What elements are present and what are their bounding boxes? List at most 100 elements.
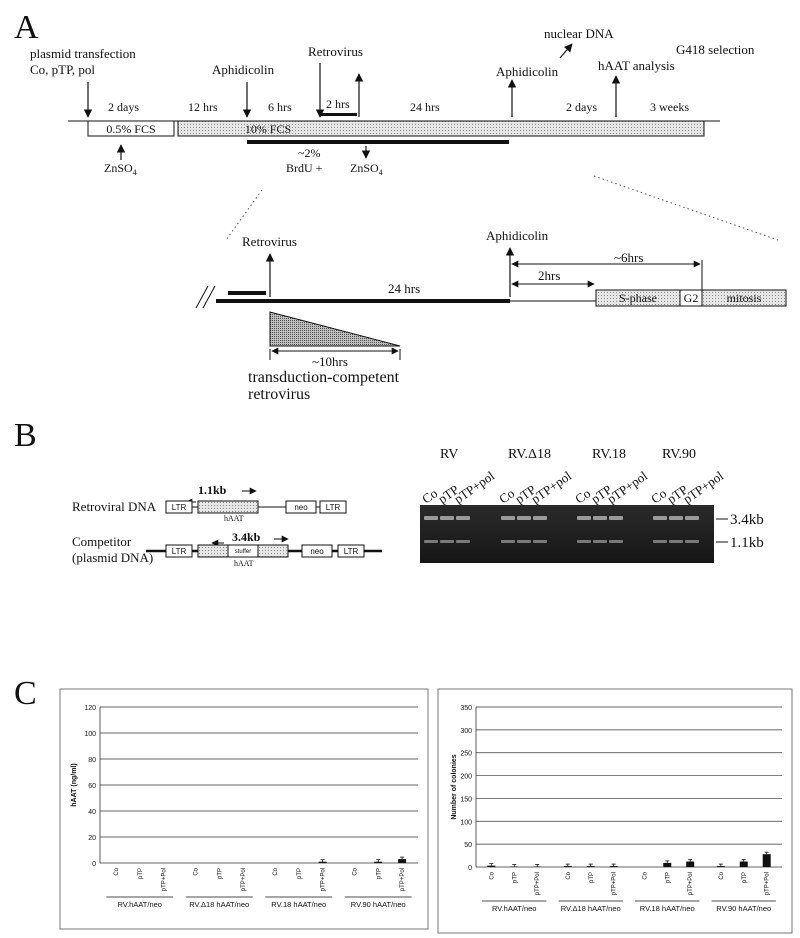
inset-retrovirus-label: Retrovirus: [242, 234, 297, 249]
amplicon-size-small: 1.1kb: [198, 483, 227, 497]
marker-label-top: 3.4kb: [730, 512, 764, 528]
x-category-label: pTP: [138, 868, 144, 879]
x-category-label: pTP+Pol: [321, 868, 327, 891]
transfection-constructs: Co, pTP, pol: [30, 62, 95, 77]
inset-exposure-bar: [228, 291, 266, 295]
ltr-box-4: [337, 544, 365, 558]
competitor-sublabel: (plasmid DNA): [72, 550, 153, 565]
x-category-label: Co: [642, 871, 648, 879]
gel-bands: [424, 516, 699, 543]
ltr-box-2: [319, 500, 347, 514]
y-tick-label: 40: [88, 809, 96, 816]
transfection-label: plasmid transfection: [30, 46, 136, 61]
bar: [563, 866, 572, 867]
bar: [663, 862, 672, 867]
gel-band-large: [685, 516, 699, 520]
x-category-label: pTP+Pol: [688, 872, 694, 895]
gel-band-small: [440, 540, 454, 543]
gel-band-small: [577, 540, 591, 543]
duration-2days-1: 2 days: [108, 100, 139, 114]
x-category-label: pTP: [217, 868, 223, 879]
x-category-label: pTP+Pol: [535, 872, 541, 895]
g418-label: G418 selection: [676, 42, 755, 57]
gel-lane-label: Co: [419, 485, 440, 506]
y-tick-label: 20: [88, 835, 96, 842]
x-category-label: pTP+Pol: [162, 868, 168, 891]
high-fcs-label: 10% FCS: [245, 122, 291, 136]
aphidicolin-label-2: Aphidicolin: [496, 64, 559, 79]
x-category-label: pTP: [512, 872, 518, 883]
gel-lane-label: pTP+pol: [604, 468, 650, 507]
duration-2hrs: 2 hrs: [326, 97, 350, 111]
inset-culture-bar: [216, 299, 510, 303]
panel-label-b: B: [14, 417, 37, 454]
bar: [609, 866, 618, 867]
neo-box-2: [301, 544, 333, 558]
y-tick-label: 100: [84, 731, 96, 738]
bar: [487, 865, 496, 867]
bar: [762, 854, 771, 867]
gel-band-small: [685, 540, 699, 543]
g2-label: G2: [684, 291, 699, 305]
bar: [398, 859, 407, 863]
gel-band-large: [577, 516, 591, 520]
y-axis-label: Number of colonies: [451, 754, 458, 819]
gel-band-small: [456, 540, 470, 543]
high-fcs-box: [177, 120, 705, 137]
gel-group-label: RV.90: [662, 447, 696, 462]
retrovirus-label: Retrovirus: [308, 44, 363, 59]
gel-band-large: [517, 516, 531, 520]
gel-band-large: [501, 516, 515, 520]
x-category-label: Co: [489, 871, 495, 879]
inset-aphidicolin-label: Aphidicolin: [486, 228, 549, 243]
x-category-label: pTP+Pol: [241, 868, 247, 891]
y-tick-label: 100: [460, 819, 472, 826]
low-fcs-box: [87, 120, 175, 137]
gel-band-small: [609, 540, 623, 543]
mitosis-label: mitosis: [727, 291, 762, 305]
haat-label-1: hAAT: [224, 514, 244, 523]
y-tick-label: 150: [460, 796, 472, 803]
x-group-label: RV.18 hAAT/neo: [640, 904, 695, 913]
bar: [739, 861, 748, 867]
x-group-label: RV.hAAT/neo: [492, 904, 536, 913]
gel-band-large: [593, 516, 607, 520]
y-axis-label: hAAT (ng/ml): [71, 763, 78, 806]
duration-6hrs: 6 hrs: [268, 100, 292, 114]
y-tick-label: 80: [88, 757, 96, 764]
x-category-label: pTP+Pol: [765, 872, 771, 895]
bar: [586, 866, 595, 867]
x-category-label: pTP: [665, 872, 671, 883]
competent-label-line2: retrovirus: [248, 386, 310, 403]
bar: [374, 861, 383, 863]
gel-band-large: [533, 516, 547, 520]
zoom-guide-left: [225, 189, 263, 241]
x-category-label: pTP: [589, 872, 595, 883]
stuffer-label: stuffer: [235, 549, 252, 555]
mitosis-box: [701, 289, 787, 307]
panel-label-a: A: [14, 9, 39, 46]
x-category-label: Co: [719, 871, 725, 879]
break-mark-1: [195, 285, 209, 309]
ltr-box-1: [165, 500, 193, 514]
ltr-label-4: LTR: [344, 547, 359, 556]
competent-label-line1: transduction-competent: [248, 369, 400, 386]
duration-12hrs: 12 hrs: [188, 100, 218, 114]
gel-lane-label: pTP+pol: [451, 468, 497, 507]
nuclear-dna-label: nuclear DNA: [544, 26, 614, 41]
x-group-label: RV.18 hAAT/neo: [271, 900, 326, 909]
gel-group-label: RV: [440, 447, 458, 462]
x-group-label: RV.hAAT/neo: [118, 900, 162, 909]
y-tick-label: 120: [84, 705, 96, 712]
gel-band-large: [424, 516, 438, 520]
gel-band-small: [653, 540, 667, 543]
gel-group-label: RV.18: [592, 447, 626, 462]
gel-band-large: [456, 516, 470, 520]
x-category-label: Co: [352, 867, 358, 875]
ltr-label-1: LTR: [172, 503, 187, 512]
panel-label-c: C: [14, 675, 37, 712]
gel-band-small: [533, 540, 547, 543]
retroviral-dna-label: Retroviral DNA: [72, 499, 157, 514]
inset-duration-10hrs: ~10hrs: [312, 354, 348, 369]
